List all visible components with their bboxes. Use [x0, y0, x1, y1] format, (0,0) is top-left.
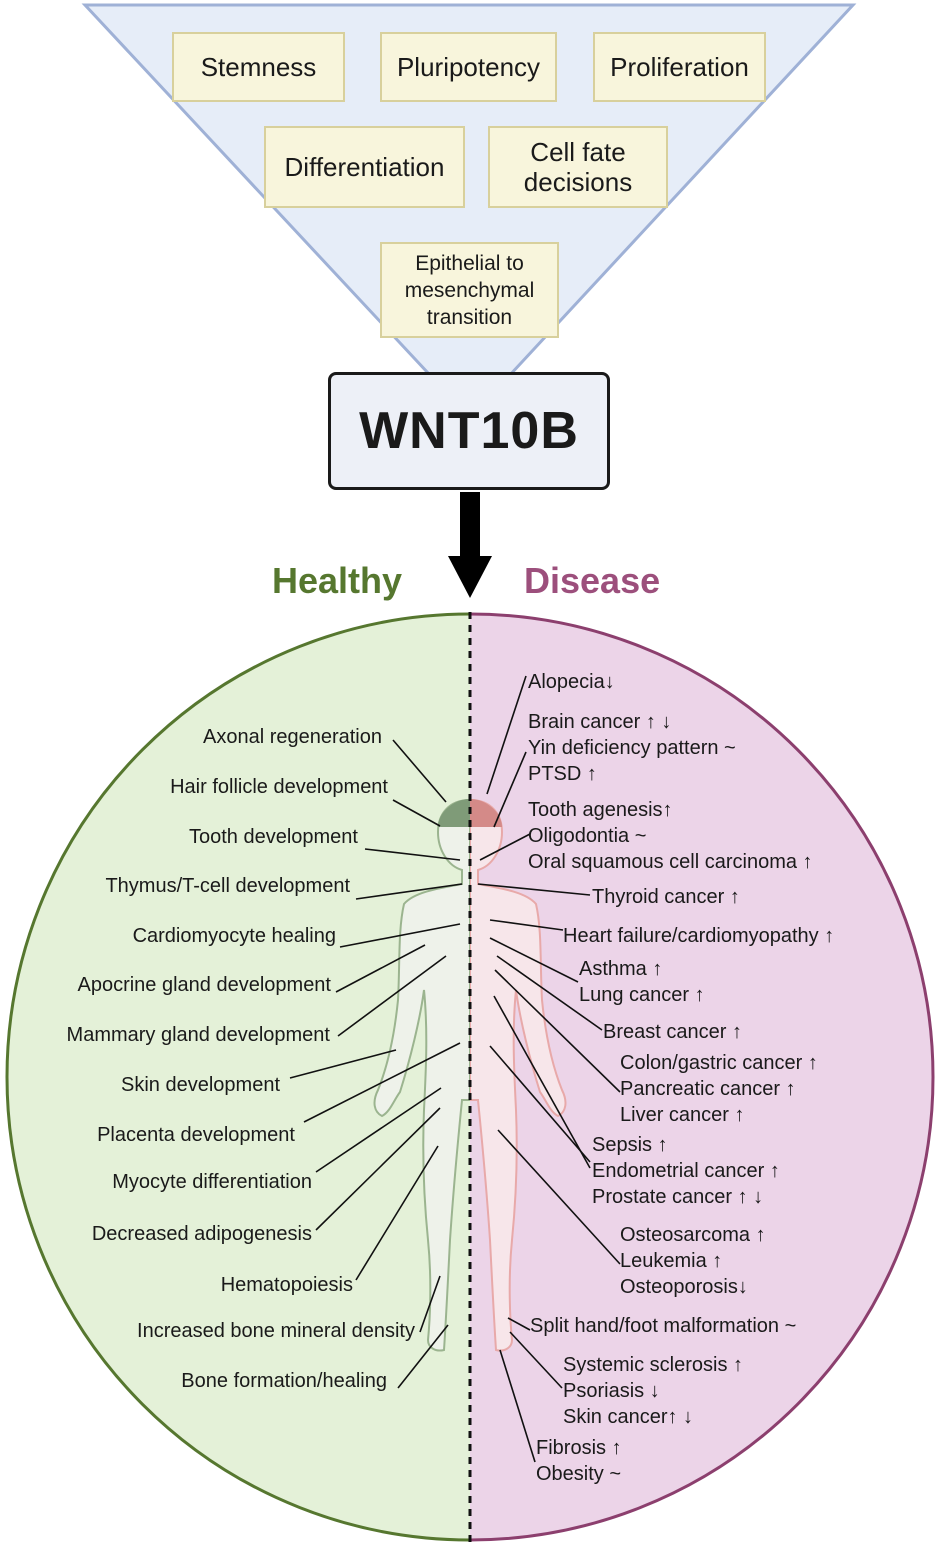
disease-label: Skin cancer↑ ↓ [563, 1406, 694, 1428]
disease-label: Systemic sclerosis ↑ [563, 1354, 744, 1376]
disease-label: PTSD ↑ [528, 763, 597, 785]
healthy-label: Placenta development [97, 1124, 295, 1146]
disease-label: Split hand/foot malformation ~ [530, 1315, 797, 1337]
proliferation-label: Proliferation [610, 52, 749, 82]
healthy-label: Increased bone mineral density [137, 1320, 415, 1342]
disease-label: Osteoporosis↓ [620, 1276, 748, 1298]
disease-label: Brain cancer ↑ ↓ [528, 711, 672, 733]
healthy-label: Bone formation/healing [181, 1370, 387, 1392]
healthy-leader-lines [289, 739, 463, 1389]
disease-label: Tooth agenesis↑ [528, 799, 673, 821]
disease-label: Thyroid cancer ↑ [592, 886, 740, 908]
arrow-head [448, 556, 492, 598]
stemness-label: Stemness [200, 52, 317, 82]
disease-label: Breast cancer ↑ [603, 1021, 742, 1043]
disease-label: Yin deficiency pattern ~ [528, 737, 736, 759]
disease-label: Liver cancer ↑ [620, 1104, 745, 1126]
disease-label: Heart failure/cardiomyopathy ↑ [563, 925, 835, 947]
healthy-label: Myocyte differentiation [112, 1171, 312, 1193]
disease-label: Psoriasis ↓ [563, 1380, 660, 1402]
disease-label: Obesity ~ [536, 1463, 622, 1485]
cell-fate-box: Cell fate decisions [488, 126, 668, 208]
wnt10b-label: WNT10B [359, 402, 579, 460]
healthy-label: Skin development [121, 1074, 280, 1096]
healthy-title: Healthy [272, 560, 403, 601]
disease-label: Oral squamous cell carcinoma ↑ [528, 851, 813, 873]
healthy-label: Axonal regeneration [202, 726, 382, 748]
pluripotency-box: Pluripotency [380, 32, 557, 102]
healthy-label: Decreased adipogenesis [91, 1223, 312, 1245]
healthy-half-circle [5, 612, 470, 1542]
healthy-label: Apocrine gland development [77, 974, 331, 996]
disease-half-circle [470, 612, 935, 1542]
arrow-shaft [460, 492, 480, 562]
disease-label: Leukemia ↑ [620, 1250, 723, 1272]
emt-box: Epithelial to mesenchymal transition [380, 242, 559, 338]
disease-label: Alopecia↓ [528, 671, 615, 693]
funnel-triangle [81, 3, 857, 421]
stemness-box: Stemness [172, 32, 345, 102]
disease-label: Asthma ↑ [579, 958, 663, 980]
differentiation-label: Differentiation [284, 152, 445, 182]
proliferation-box: Proliferation [593, 32, 766, 102]
healthy-label: Mammary gland development [66, 1024, 330, 1046]
disease-label: Endometrial cancer ↑ [592, 1160, 780, 1182]
disease-label: Sepsis ↑ [592, 1134, 668, 1156]
disease-label: Colon/gastric cancer ↑ [620, 1052, 818, 1074]
healthy-label: Cardiomyocyte healing [132, 925, 336, 947]
healthy-label: Tooth development [188, 826, 358, 848]
healthy-label: Thymus/T-cell development [105, 875, 350, 897]
disease-label: Lung cancer ↑ [579, 984, 705, 1006]
cell-fate-label: Cell fate decisions [523, 137, 633, 197]
body-figure-right [470, 798, 567, 1352]
disease-label: Pancreatic cancer ↑ [620, 1078, 796, 1100]
healthy-label: Hematopoiesis [220, 1274, 353, 1296]
disease-title: Disease [524, 560, 661, 601]
disease-label: Prostate cancer ↑ ↓ [592, 1186, 764, 1208]
healthy-label: Hair follicle development [170, 776, 388, 798]
disease-leader-lines [477, 675, 621, 1463]
pluripotency-label: Pluripotency [396, 52, 541, 82]
disease-label: Oligodontia ~ [528, 825, 647, 847]
disease-label: Fibrosis ↑ [536, 1437, 622, 1459]
wnt10b-box: WNT10B [328, 372, 610, 490]
emt-label: Epithelial to mesenchymal transition [404, 251, 535, 329]
disease-label: Osteosarcoma ↑ [620, 1224, 766, 1246]
differentiation-box: Differentiation [264, 126, 465, 208]
